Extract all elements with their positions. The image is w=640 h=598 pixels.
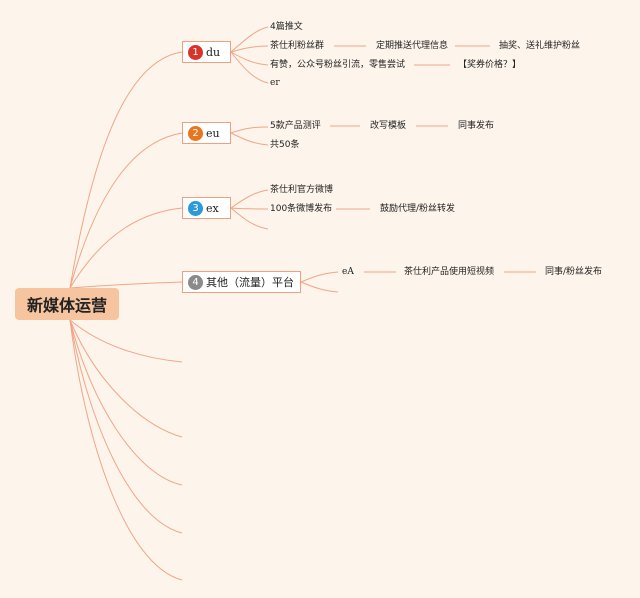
- number-1-badge-icon: 1: [188, 44, 203, 60]
- branch-4-child-1-next-1[interactable]: 茶仕利产品使用短视频: [404, 267, 495, 277]
- branch-3-label: ex: [206, 201, 219, 215]
- connector-root-branch-3: [69, 207, 183, 289]
- connector-root-empty-2: [69, 319, 183, 438]
- connector-b2-c1: [230, 126, 269, 134]
- branch-1-child-3[interactable]: 有赞，公众号粉丝引流，零售尝试: [270, 60, 406, 70]
- branch-1-node[interactable]: 1 du: [182, 41, 231, 63]
- branch-1-child-2[interactable]: 茶仕利粉丝群: [270, 41, 325, 51]
- connector-b1-c4: [230, 51, 269, 84]
- branch-2-node[interactable]: 2 eu: [182, 122, 231, 144]
- connector-b3-c1: [230, 189, 269, 209]
- branch-1-child-2-next-1[interactable]: 定期推送代理信息: [376, 41, 449, 51]
- branch-2-label: eu: [206, 126, 220, 140]
- connector-b3-c2: [230, 207, 269, 210]
- connector-root-empty-3: [69, 319, 183, 486]
- connector-root-empty-1: [69, 319, 183, 363]
- branch-1-child-2-next-2[interactable]: 抽奖、送礼维护粉丝: [499, 41, 581, 51]
- connector-root-branch-4: [69, 281, 183, 289]
- root-topic[interactable]: 新媒体运营: [15, 288, 119, 320]
- number-2-badge-icon: 2: [188, 125, 203, 141]
- connector-root-empty-5: [69, 319, 183, 581]
- connector-b4-c2: [300, 281, 339, 293]
- branch-1-label: du: [206, 45, 221, 59]
- branch-3-child-2-next-1[interactable]: 鼓励代理/粉丝转发: [380, 204, 456, 214]
- branch-4-label: 其他（流量）平台: [206, 276, 294, 289]
- branch-2-child-1[interactable]: 5款产品测评: [270, 121, 321, 131]
- number-3-badge-icon: 3: [188, 200, 203, 216]
- connector-root-branch-2: [69, 132, 183, 289]
- branch-1-child-3-next-1[interactable]: 【奖券价格？】: [458, 60, 522, 70]
- connector-b1-c1: [230, 26, 269, 53]
- connector-b3-c3: [230, 207, 269, 230]
- number-4-badge-icon: 4: [188, 274, 203, 290]
- branch-3-child-2[interactable]: 100条微博发布: [270, 204, 333, 214]
- branch-3-node[interactable]: 3 ex: [182, 197, 231, 219]
- connector-b2-c2: [230, 132, 269, 146]
- branch-2-child-2[interactable]: 共50条: [270, 140, 300, 150]
- connector-root-empty-4: [69, 319, 183, 534]
- branch-4-child-1-next-2[interactable]: 同事/粉丝发布: [545, 267, 603, 277]
- connector-b4-c1: [300, 271, 339, 283]
- branch-2-child-1-next-2[interactable]: 同事发布: [458, 121, 495, 131]
- branch-3-child-1[interactable]: 茶仕利官方微博: [270, 185, 334, 195]
- branch-1-child-1[interactable]: 4篇推文: [270, 22, 303, 32]
- branch-4-child-1[interactable]: eA: [342, 267, 354, 277]
- branch-2-child-1-next-1[interactable]: 改写模板: [370, 121, 407, 131]
- connector-b1-c2: [230, 45, 269, 53]
- connector-root-branch-1: [69, 51, 183, 289]
- branch-4-node[interactable]: 4 其他（流量）平台: [182, 271, 301, 293]
- branch-1-child-4[interactable]: er: [270, 78, 280, 88]
- connector-b1-c3: [230, 51, 269, 66]
